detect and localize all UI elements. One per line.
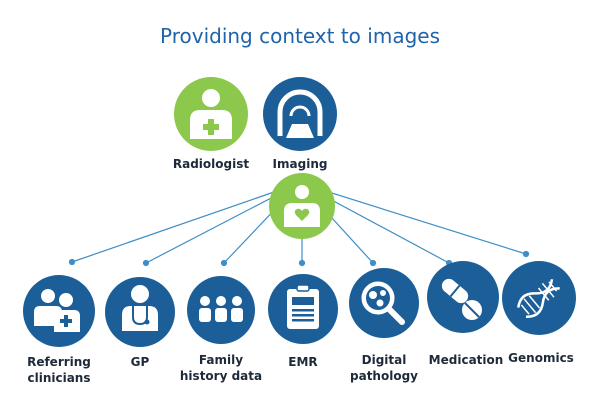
pill-icon [441,278,482,320]
label-line: Digital [361,353,407,367]
stethoscope-doctor-icon [122,285,158,331]
node-family-history [187,276,255,344]
label-radiologist: Radiologist [172,157,250,171]
family-icon [199,296,243,322]
scanner-icon [277,89,323,138]
label-line: Referring [27,355,91,369]
node-gp [105,277,175,347]
magnifier-cells-icon [361,281,405,325]
node-medication [427,261,499,333]
label-emr: EMR [288,355,318,369]
label-gp: GP [130,355,150,369]
label-imaging: Imaging [272,157,328,171]
label-line: Family [198,353,244,367]
node-genomics [502,261,576,335]
dna-icon [517,279,560,318]
connector-referring [71,182,301,263]
label-line: pathology [350,369,418,383]
label-genomics: Genomics [508,351,574,365]
label-family-history: Family history data [176,352,266,384]
diagram-title: Providing context to images [160,24,440,48]
clipboard-icon [287,284,319,329]
node-referring-clinicians [23,275,95,347]
label-line: history data [179,369,263,383]
label-medication: Medication [428,353,504,367]
node-emr [268,274,338,344]
clinicians-icon [34,289,80,332]
connector-genomics [299,182,527,255]
label-line: clinicians [27,371,91,385]
node-digital-pathology [349,268,419,338]
node-radiologist [174,77,248,151]
patient-heart-icon [284,185,320,227]
node-imaging [263,77,337,151]
node-patient [269,173,335,239]
label-referring-clinicians: Referring clinicians [14,354,104,386]
label-digital-pathology: Digital pathology [339,352,429,384]
doctor-cross-icon [190,89,232,139]
